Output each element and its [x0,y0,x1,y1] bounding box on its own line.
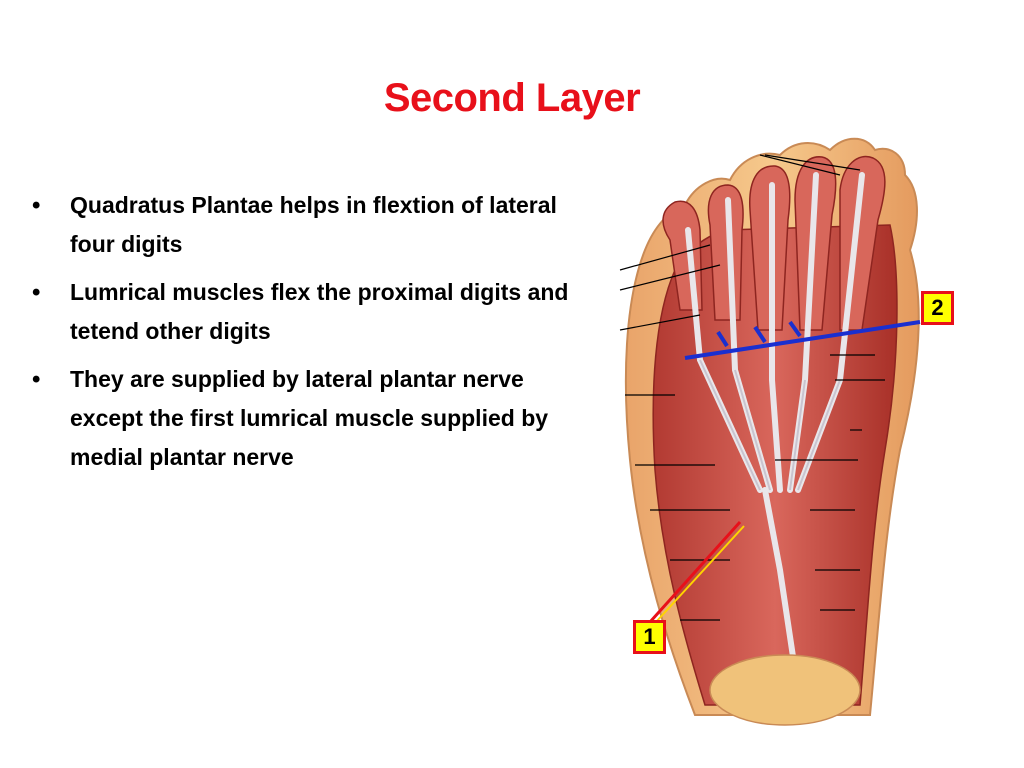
bullet-marker: • [32,192,41,219]
bullet-list: • Quadratus Plantae helps in flextion of… [30,186,575,486]
callout-label-2: 2 [921,291,954,325]
bullet-text: Quadratus Plantae helps in flextion of l… [70,192,557,257]
bullet-item: • Lumrical muscles flex the proximal dig… [30,273,575,351]
label-leader-lines [619,154,885,621]
callout-label-1: 1 [633,620,666,654]
slide-title: Second Layer [383,76,641,120]
bullet-text: Lumrical muscles flex the proximal digit… [70,279,569,344]
callout-1-pointer [648,520,742,624]
bullet-item: • Quadratus Plantae helps in flextion of… [30,186,575,264]
bullet-text: They are supplied by lateral plantar ner… [70,366,549,470]
bullet-marker: • [32,366,41,393]
bullet-item: • They are supplied by lateral plantar n… [30,360,575,477]
foot-anatomy-illustration [619,137,921,726]
bullet-marker: • [32,279,41,306]
heel-pad [709,654,861,726]
callout-2-pointer [684,320,921,360]
